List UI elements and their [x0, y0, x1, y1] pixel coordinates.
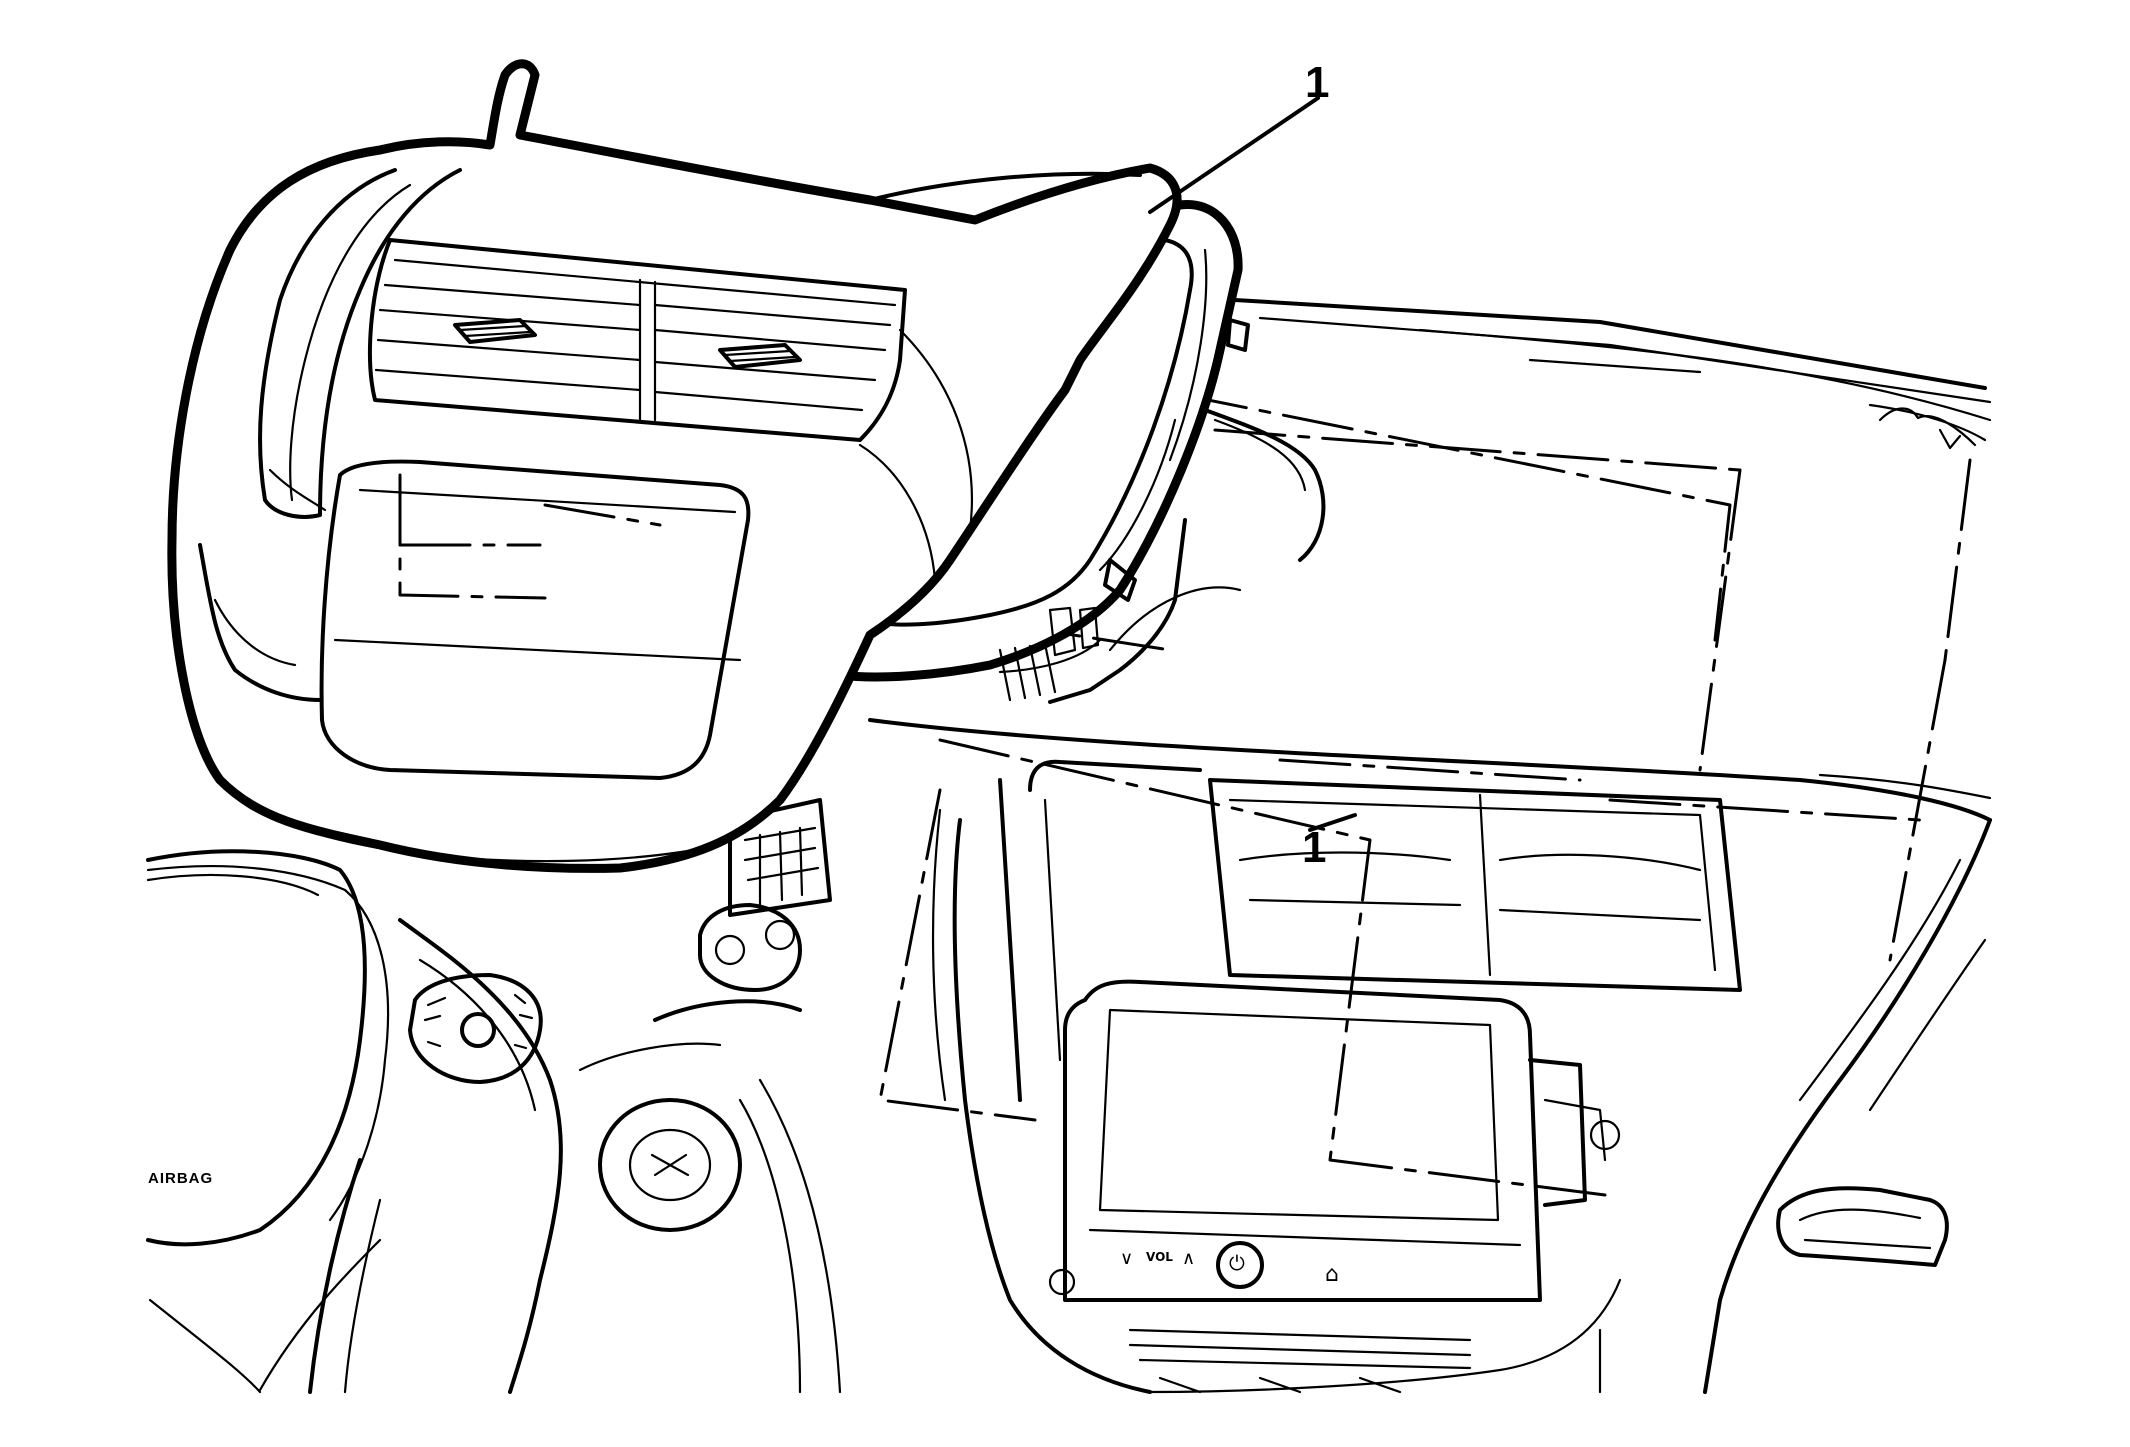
callout-number-2: 1: [1302, 823, 1327, 872]
power-icon: ⏻: [1229, 1251, 1245, 1275]
home-icon: ⌂: [1325, 1262, 1339, 1287]
callout-leader-line-2: [1310, 815, 1355, 830]
radio-button-down: ∨: [1120, 1248, 1134, 1269]
radio-button-up: ∧: [1182, 1248, 1196, 1269]
airbag-label: AIRBAG: [148, 1170, 214, 1187]
instrument-panel-background: [148, 300, 1990, 1392]
callout-number: 1: [1305, 58, 1330, 107]
callout-leader-line: [1150, 98, 1318, 212]
center-bezel: [172, 64, 1177, 869]
radio-button-vol: VOL: [1146, 1250, 1173, 1264]
